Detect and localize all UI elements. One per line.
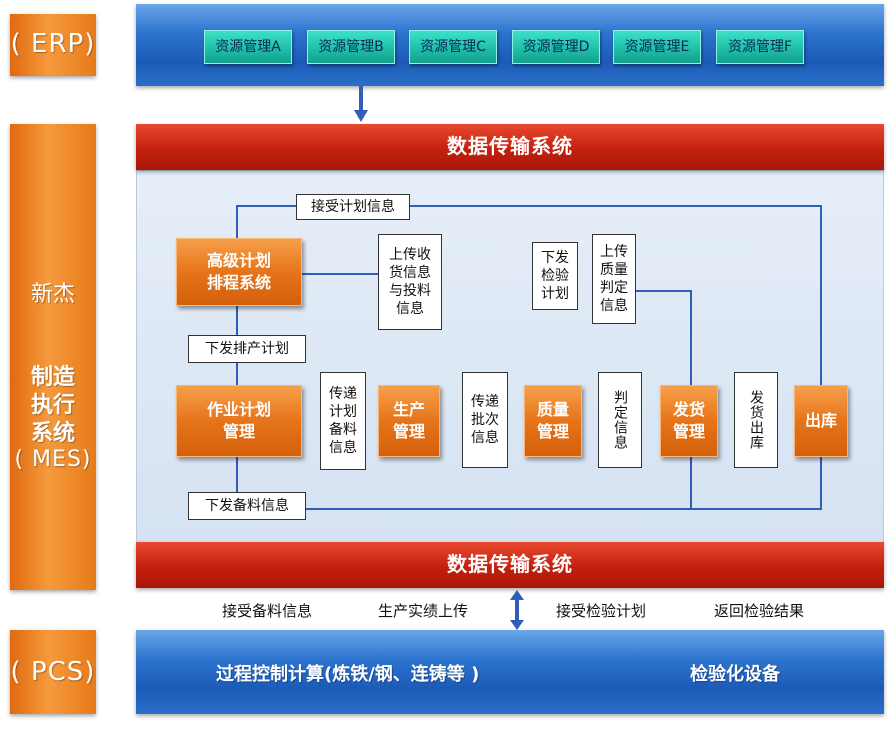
label-judgement-info: 判定信息: [598, 372, 642, 468]
mes-side-label-line-2: 执行: [30, 393, 75, 418]
interface-receive-inspection: 接受检验计划: [556, 602, 647, 620]
label-issue-inspection: 下发 检验 计划: [532, 242, 578, 310]
pcs-inspection-equipment: 检验化设备: [690, 664, 780, 685]
outbound-box: 出库: [794, 385, 848, 457]
erp-module-f: 资源管理F: [716, 30, 804, 64]
label-issue-material: 下发备料信息: [188, 492, 306, 520]
label-pass-batch: 传递 批次 信息: [462, 372, 508, 468]
label-judgement-info-text: 判定信息: [612, 390, 628, 450]
line-job-down: [236, 456, 238, 508]
job-plan-box: 作业计划 管理: [176, 385, 302, 457]
erp-module-a: 资源管理A: [204, 30, 292, 64]
production-box-line-1: 生产: [392, 400, 425, 419]
label-upload-quality-line-2: 质量: [600, 262, 628, 278]
job-plan-box-line-2: 管理: [222, 422, 255, 441]
job-plan-box-line-1: 作业计划: [206, 400, 271, 419]
aps-box: 高级计划 排程系统: [176, 238, 302, 306]
data-transfer-top: 数据传输系统: [136, 124, 884, 170]
label-shipping-outbound-text: 发货出库: [748, 390, 764, 450]
aps-box-line-1: 高级计划: [206, 251, 271, 270]
mes-side-label-line-1: 制造: [30, 365, 75, 390]
label-upload-receipt-line-1: 上传收: [389, 247, 431, 263]
quality-box-line-2: 管理: [536, 422, 569, 441]
label-shipping-outbound: 发货出库: [734, 372, 778, 468]
mes-side-label-brand: 新杰: [30, 282, 75, 307]
shipping-box-line-1: 发货: [672, 400, 705, 419]
label-pass-batch-line-2: 批次: [471, 412, 499, 428]
line-shipping-up: [690, 290, 692, 385]
line-top-horizontal: [237, 205, 822, 207]
label-upload-receipt-line-3: 与投料: [389, 283, 431, 299]
label-pass-plan-line-1: 传递: [329, 386, 357, 402]
production-box-line-2: 管理: [392, 422, 425, 441]
pcs-band: 过程控制计算(炼铁/钢、连铸等 ) 检验化设备: [136, 630, 884, 714]
erp-module-d: 资源管理D: [512, 30, 600, 64]
erp-module-e: 资源管理E: [613, 30, 701, 64]
quality-box-line-1: 质量: [536, 400, 569, 419]
label-upload-receipt-line-4: 信息: [396, 301, 424, 317]
erp-to-mes-arrow-icon: [354, 86, 368, 122]
pcs-side-label: ( PCS): [10, 630, 96, 714]
label-pass-plan-line-2: 计划: [329, 404, 357, 420]
label-issue-inspection-line-1: 下发: [541, 250, 569, 266]
data-transfer-bottom: 数据传输系统: [136, 542, 884, 588]
mes-side-label: 新杰 制造 执行 系统 ( MES): [10, 124, 96, 590]
label-pass-plan-line-4: 信息: [329, 440, 357, 456]
label-pass-batch-line-3: 信息: [471, 430, 499, 446]
mes-side-label-line-3: 系统: [30, 421, 75, 446]
line-aps-to-upload: [302, 273, 378, 275]
production-box: 生产 管理: [378, 385, 440, 457]
label-upload-quality-line-3: 判定: [600, 280, 628, 296]
quality-box: 质量 管理: [524, 385, 582, 457]
erp-side-label: ( ERP): [10, 14, 96, 76]
erp-band: 资源管理A 资源管理B 资源管理C 资源管理D 资源管理E 资源管理F: [136, 4, 884, 86]
interface-return-inspection: 返回检验结果: [714, 602, 805, 620]
label-pass-plan: 传递 计划 备料 信息: [320, 372, 366, 470]
shipping-box-line-2: 管理: [672, 422, 705, 441]
shipping-box: 发货 管理: [660, 385, 718, 457]
mes-pcs-double-arrow-icon: [510, 590, 524, 630]
aps-box-line-2: 排程系统: [206, 273, 271, 292]
label-upload-quality-line-1: 上传: [600, 244, 628, 260]
label-upload-quality: 上传 质量 判定 信息: [592, 234, 636, 324]
label-pass-plan-line-3: 备料: [329, 422, 357, 438]
erp-module-c: 资源管理C: [409, 30, 497, 64]
line-right-vertical: [820, 205, 822, 508]
label-receive-plan: 接受计划信息: [296, 194, 410, 220]
line-left-upper: [236, 205, 238, 239]
line-shipping-down: [690, 456, 692, 508]
erp-module-b: 资源管理B: [307, 30, 395, 64]
line-bottom-horizontal: [237, 508, 822, 510]
label-issue-schedule: 下发排产计划: [188, 335, 306, 363]
label-upload-receipt: 上传收 货信息 与投料 信息: [378, 234, 442, 330]
label-pass-batch-line-1: 传递: [471, 394, 499, 410]
interface-receive-material: 接受备料信息: [222, 602, 313, 620]
pcs-process-control: 过程控制计算(炼铁/钢、连铸等 ): [216, 664, 480, 685]
label-upload-quality-line-4: 信息: [600, 298, 628, 314]
label-upload-receipt-line-2: 货信息: [389, 265, 431, 281]
mes-side-label-abbr: ( MES): [14, 447, 92, 472]
interface-upload-production: 生产实绩上传: [378, 602, 469, 620]
label-issue-inspection-line-3: 计划: [541, 286, 569, 302]
line-quality-upload-top: [612, 290, 692, 292]
label-issue-inspection-line-2: 检验: [541, 268, 569, 284]
